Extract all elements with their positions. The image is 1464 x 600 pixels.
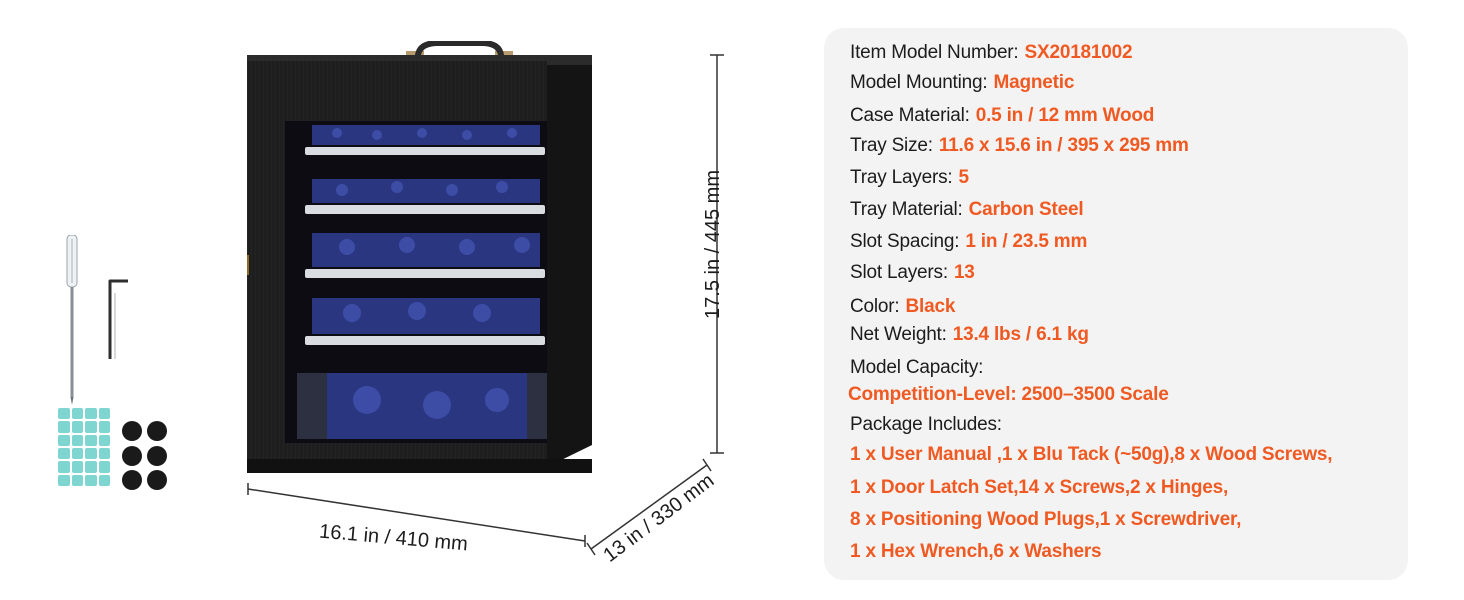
package-line: 1 x Door Latch Set,14 x Screws,2 x Hinge…: [850, 477, 1229, 498]
screwdriver-icon: [66, 235, 78, 405]
spec-row-tray-material: Tray Material:Carbon Steel: [850, 199, 1084, 220]
washers-group: [122, 421, 168, 491]
height-dimension-line: [710, 54, 724, 454]
package-includes-label: Package Includes:: [850, 414, 1002, 435]
spec-row-net-weight: Net Weight:13.4 lbs / 6.1 kg: [850, 324, 1089, 345]
specifications-card: Item Model Number:SX20181002 Model Mount…: [824, 28, 1408, 580]
height-dimension-label: 17.5 in / 445 mm: [701, 170, 724, 319]
spec-row-slot-spacing: Slot Spacing:1 in / 23.5 mm: [850, 231, 1088, 252]
spec-row-tray-size: Tray Size:11.6 x 15.6 in / 395 x 295 mm: [850, 135, 1189, 156]
accessories-group: [40, 225, 190, 495]
package-line: 1 x User Manual ,1 x Blu Tack (~50g),8 x…: [850, 444, 1333, 465]
spec-row-tray-layers: Tray Layers:5: [850, 167, 969, 188]
package-line: 1 x Hex Wrench,6 x Washers: [850, 541, 1102, 562]
spec-row-case-material: Case Material:0.5 in / 12 mm Wood: [850, 105, 1155, 126]
spec-row-model-number: Item Model Number:SX20181002: [850, 42, 1133, 63]
depth-dimension-line: [586, 458, 712, 556]
washer-icon: [122, 421, 142, 441]
hex-wrench-icon: [108, 279, 128, 359]
spec-row-slot-layers: Slot Layers:13: [850, 262, 975, 283]
washer-icon: [147, 470, 167, 491]
model-capacity-label: Model Capacity:: [850, 357, 984, 378]
cabinet-body: [247, 55, 592, 473]
package-line: 8 x Positioning Wood Plugs,1 x Screwdriv…: [850, 509, 1242, 530]
washer-icon: [122, 470, 142, 491]
model-capacity-value: Competition-Level: 2500–3500 Scale: [848, 384, 1169, 405]
display-cabinet-illustration: 17.5 in / 445 mm 16.1 in / 410 mm 13 in …: [235, 35, 755, 595]
washer-icon: [122, 445, 142, 466]
spec-row-color: Color:Black: [850, 296, 956, 317]
spec-row-model-mounting: Model Mounting:Magnetic: [850, 72, 1075, 93]
width-dimension-line: [247, 483, 586, 547]
washer-icon: [147, 421, 167, 441]
blu-tack-squares: [58, 408, 110, 486]
washer-icon: [147, 445, 167, 466]
